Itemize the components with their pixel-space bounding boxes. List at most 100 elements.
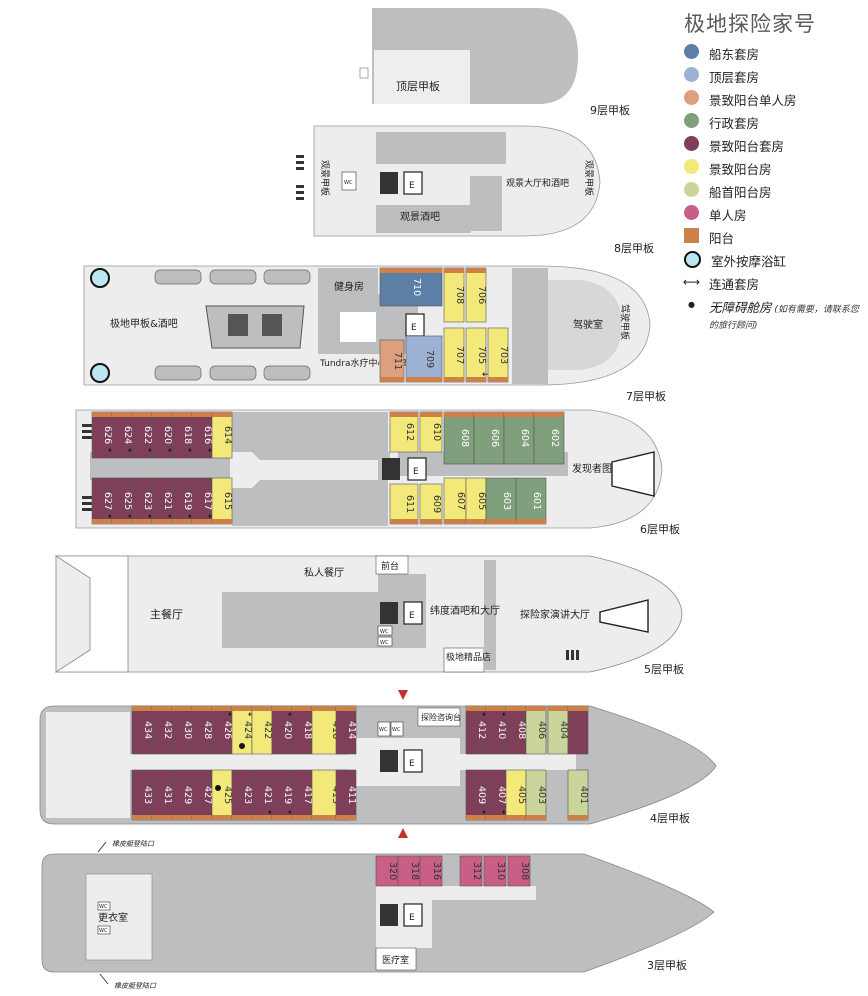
cabin-605: 605 xyxy=(465,477,487,525)
deck-8-wc xyxy=(341,171,357,191)
deck-9: 顶层甲板 xyxy=(359,8,578,104)
cabin-604: 604 xyxy=(503,411,535,465)
balcony-strip xyxy=(486,706,506,711)
cabin-number: 410 xyxy=(496,721,507,739)
balcony-strip xyxy=(92,412,112,417)
cabin-number: 406 xyxy=(536,721,547,739)
cabin-423: 423 xyxy=(231,769,253,821)
cabin-601: 601 xyxy=(515,477,547,525)
cabin-405: 405 xyxy=(505,769,527,821)
legend-label: 景致阳台套房 xyxy=(709,139,785,154)
cabin-number: 601 xyxy=(531,492,542,510)
cabin-number: 318 xyxy=(409,862,420,880)
cabin-number: 414 xyxy=(346,721,357,739)
cabin-body xyxy=(567,705,589,755)
deck-3-tender-top-label: 橡皮艇登陆口 xyxy=(112,840,155,848)
cabin-number: 625 xyxy=(122,492,133,510)
cabin-611: 611 xyxy=(389,483,419,525)
deck-8-area-left: 观景甲板 xyxy=(319,160,331,196)
legend-label: 顶层套房 xyxy=(709,70,760,85)
legend-item: 景致阳台房 xyxy=(684,159,864,182)
cabin-number: 426 xyxy=(222,721,233,739)
cabin-number: 610 xyxy=(431,423,442,441)
balcony-strip xyxy=(466,706,486,711)
deck-4-desk-label: 探险咨询台 xyxy=(421,712,461,722)
cabin-number: 617 xyxy=(202,492,213,510)
accessible-dot-icon xyxy=(239,743,245,749)
deck-7-elevator-label: E xyxy=(411,323,417,333)
deck-3-wc-1 xyxy=(97,901,111,911)
legend-label: 阳台 xyxy=(709,231,735,246)
legend-item: ⟷连通套房 xyxy=(683,274,864,297)
cabin-number: 710 xyxy=(411,278,422,296)
cabin-603: 603 xyxy=(485,477,517,525)
cabin-body xyxy=(379,267,443,307)
balcony-strip xyxy=(272,815,292,820)
legend-label: 单人房 xyxy=(709,208,747,223)
cabin-number: 622 xyxy=(142,426,153,444)
cabin-number: 706 xyxy=(476,286,487,304)
balcony-strip xyxy=(192,519,212,524)
deck-8-bar-label: 观景酒吧 xyxy=(400,211,440,223)
cabin-number: 616 xyxy=(202,426,213,444)
cabin-610: 610 xyxy=(419,411,443,453)
cabin-number: 308 xyxy=(519,862,530,880)
balcony-strip xyxy=(292,815,312,820)
cabin-number: 620 xyxy=(162,426,173,444)
deck-5-bow-stairs xyxy=(599,599,649,633)
deck-5-wc-label-2: WC xyxy=(380,640,389,646)
cabin-706: 706 xyxy=(465,267,487,323)
cabin-body xyxy=(503,411,535,465)
deck-3-wc-label-1: WC xyxy=(99,904,108,910)
cabin-408: 408 xyxy=(505,705,527,755)
deck-7-bridge-label: 驾驶室 xyxy=(573,318,603,331)
deck-9-area-label: 顶层甲板 xyxy=(396,79,440,93)
deck-5-lift xyxy=(380,602,398,624)
deck-6-corridor-light xyxy=(230,452,378,488)
cabin-number: 605 xyxy=(476,492,487,510)
cabin-body xyxy=(485,477,517,525)
balcony-strip xyxy=(526,815,546,820)
cabin-number: 401 xyxy=(578,786,589,804)
deck-7-area-label: 极地甲板&酒吧 xyxy=(110,317,178,330)
cabin-number: 711 xyxy=(392,352,403,370)
deck-8-label: 8层甲板 xyxy=(614,242,654,255)
deck-7-bridge-block xyxy=(512,268,548,384)
cabin-number: 623 xyxy=(142,492,153,510)
balcony-strip xyxy=(212,412,232,417)
deck-5-bar-label: 纬度酒吧和大厅 xyxy=(430,604,500,617)
cabin-number: 407 xyxy=(496,786,507,804)
cabin-606: 606 xyxy=(473,411,505,465)
cabin-308: 308 xyxy=(507,855,531,887)
cabin-number: 412 xyxy=(476,721,487,739)
balcony-strip xyxy=(568,815,588,820)
deck-6-elevator-label: E xyxy=(413,467,419,477)
deck-8-stairs-block xyxy=(470,176,502,231)
legend-label: 船东套房 xyxy=(709,47,760,62)
cabin-body xyxy=(533,411,565,465)
cabin-number: 603 xyxy=(501,492,512,510)
cabin-607: 607 xyxy=(443,477,467,525)
cabin-710: 710 xyxy=(379,267,443,307)
cabin-429: 429 xyxy=(171,769,193,821)
balcony-strip xyxy=(132,815,152,820)
deck-3-medical-label: 医疗室 xyxy=(382,954,409,966)
deck-4-wc-2 xyxy=(390,721,404,737)
deck-3-label: 3层甲板 xyxy=(647,959,687,972)
cabin-number: 608 xyxy=(459,429,470,447)
deck-6-elevator xyxy=(407,457,427,481)
cabin-number: 708 xyxy=(454,286,465,304)
balcony-strip xyxy=(466,815,486,820)
deck-9-panel xyxy=(359,67,369,79)
cabin-number: 429 xyxy=(182,786,193,804)
legend-item: 景致阳台套房 xyxy=(684,136,864,159)
cabin-number: 419 xyxy=(282,786,293,804)
legend-item: 行政套房 xyxy=(684,113,864,136)
deck-5-shop-box xyxy=(443,647,485,673)
legend-item: ●无障碍舱房 (如有需要，请联系您的旅行顾问) xyxy=(684,297,864,333)
deck-6: E 发现者图书馆 626⟷624⟷622⟷620⟷618⟷616⟷6146126… xyxy=(75,409,663,529)
cabin-403: 403 xyxy=(525,769,547,821)
cabin-number: 427 xyxy=(202,786,213,804)
deck-5-wc-label-1: WC xyxy=(380,629,389,635)
arrow-down-marker xyxy=(398,690,408,700)
